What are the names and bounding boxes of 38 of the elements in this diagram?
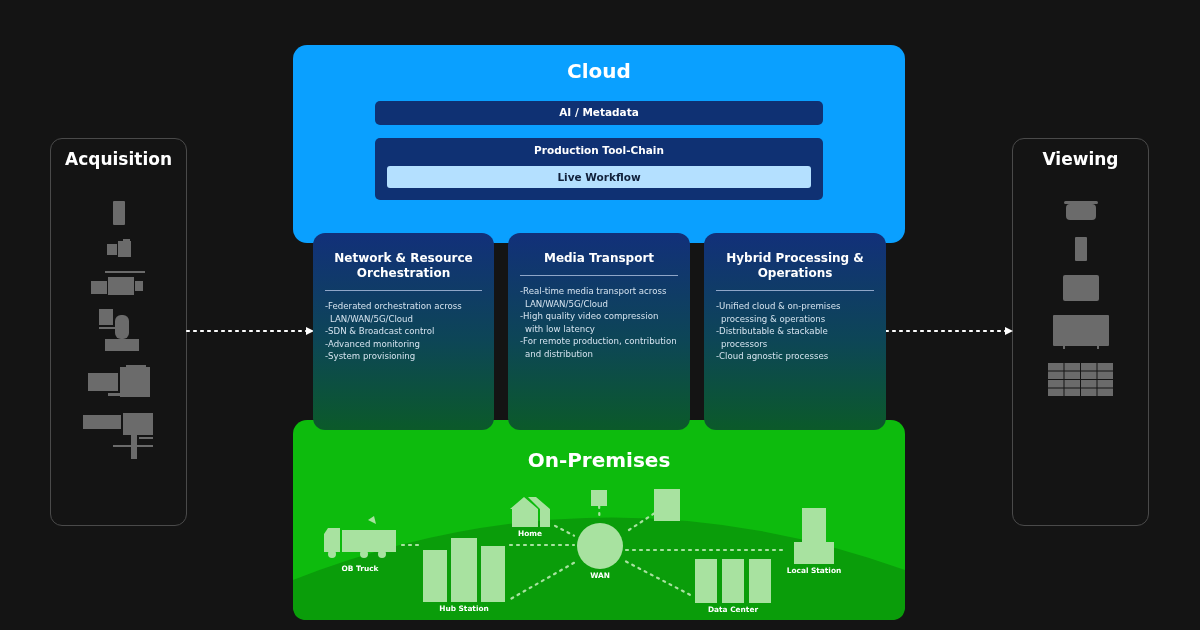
layer-bar xyxy=(375,101,823,125)
connector-line xyxy=(624,560,694,597)
bar-label: Production Tool-Chain xyxy=(534,144,664,156)
on-premises-panel xyxy=(293,420,905,620)
bullet-text: -SDN & Broadcast control xyxy=(325,325,436,338)
bullet-text: -System provisioning xyxy=(325,350,417,363)
feature-card xyxy=(508,233,690,430)
bullet-text: -Advanced monitoring xyxy=(325,337,421,350)
layer-bar xyxy=(375,138,823,200)
bullet-text: -Federated orchestration across LAN/WAN/5G/Cloud xyxy=(325,300,463,325)
connector-line xyxy=(553,524,576,537)
bullet-text: -Cloud agnostic processes xyxy=(716,350,830,363)
connector-line xyxy=(400,543,420,547)
bullet-text: -High quality video compression with low latency xyxy=(520,310,660,335)
bar-label: AI / Metadata xyxy=(559,106,639,118)
feature-card xyxy=(313,233,494,430)
bar-label: Live Workflow xyxy=(557,171,641,183)
arrow xyxy=(185,327,315,335)
panel-title: Viewing xyxy=(1042,149,1119,169)
card-heading: Network & Resource Orchestration xyxy=(333,251,474,281)
panel-title: On-Premises xyxy=(527,448,671,472)
card-heading: Media Transport xyxy=(542,251,656,266)
layer-bar xyxy=(387,166,811,188)
feature-card xyxy=(704,233,886,430)
panel-title: Cloud xyxy=(567,59,631,83)
site-node xyxy=(692,556,774,614)
bullet-text: -Unified cloud & on-premises processing & operations xyxy=(716,300,842,325)
column-panel xyxy=(50,138,187,526)
card-heading: Hybrid Processing & Operations xyxy=(725,251,865,281)
arrow xyxy=(884,327,1014,335)
connector-line xyxy=(508,561,576,601)
bullet-text: -Distributable & stackable processors xyxy=(716,325,829,350)
bullet-text: -Real-time media transport across LAN/WAN/5G/Cloud xyxy=(520,285,668,310)
column-panel xyxy=(1012,138,1149,526)
connector-line xyxy=(508,543,576,547)
bullet-text: -For remote production, contribution and distribution xyxy=(520,335,678,360)
cloud-panel xyxy=(293,45,905,243)
panel-title: Acquisition xyxy=(65,149,172,169)
